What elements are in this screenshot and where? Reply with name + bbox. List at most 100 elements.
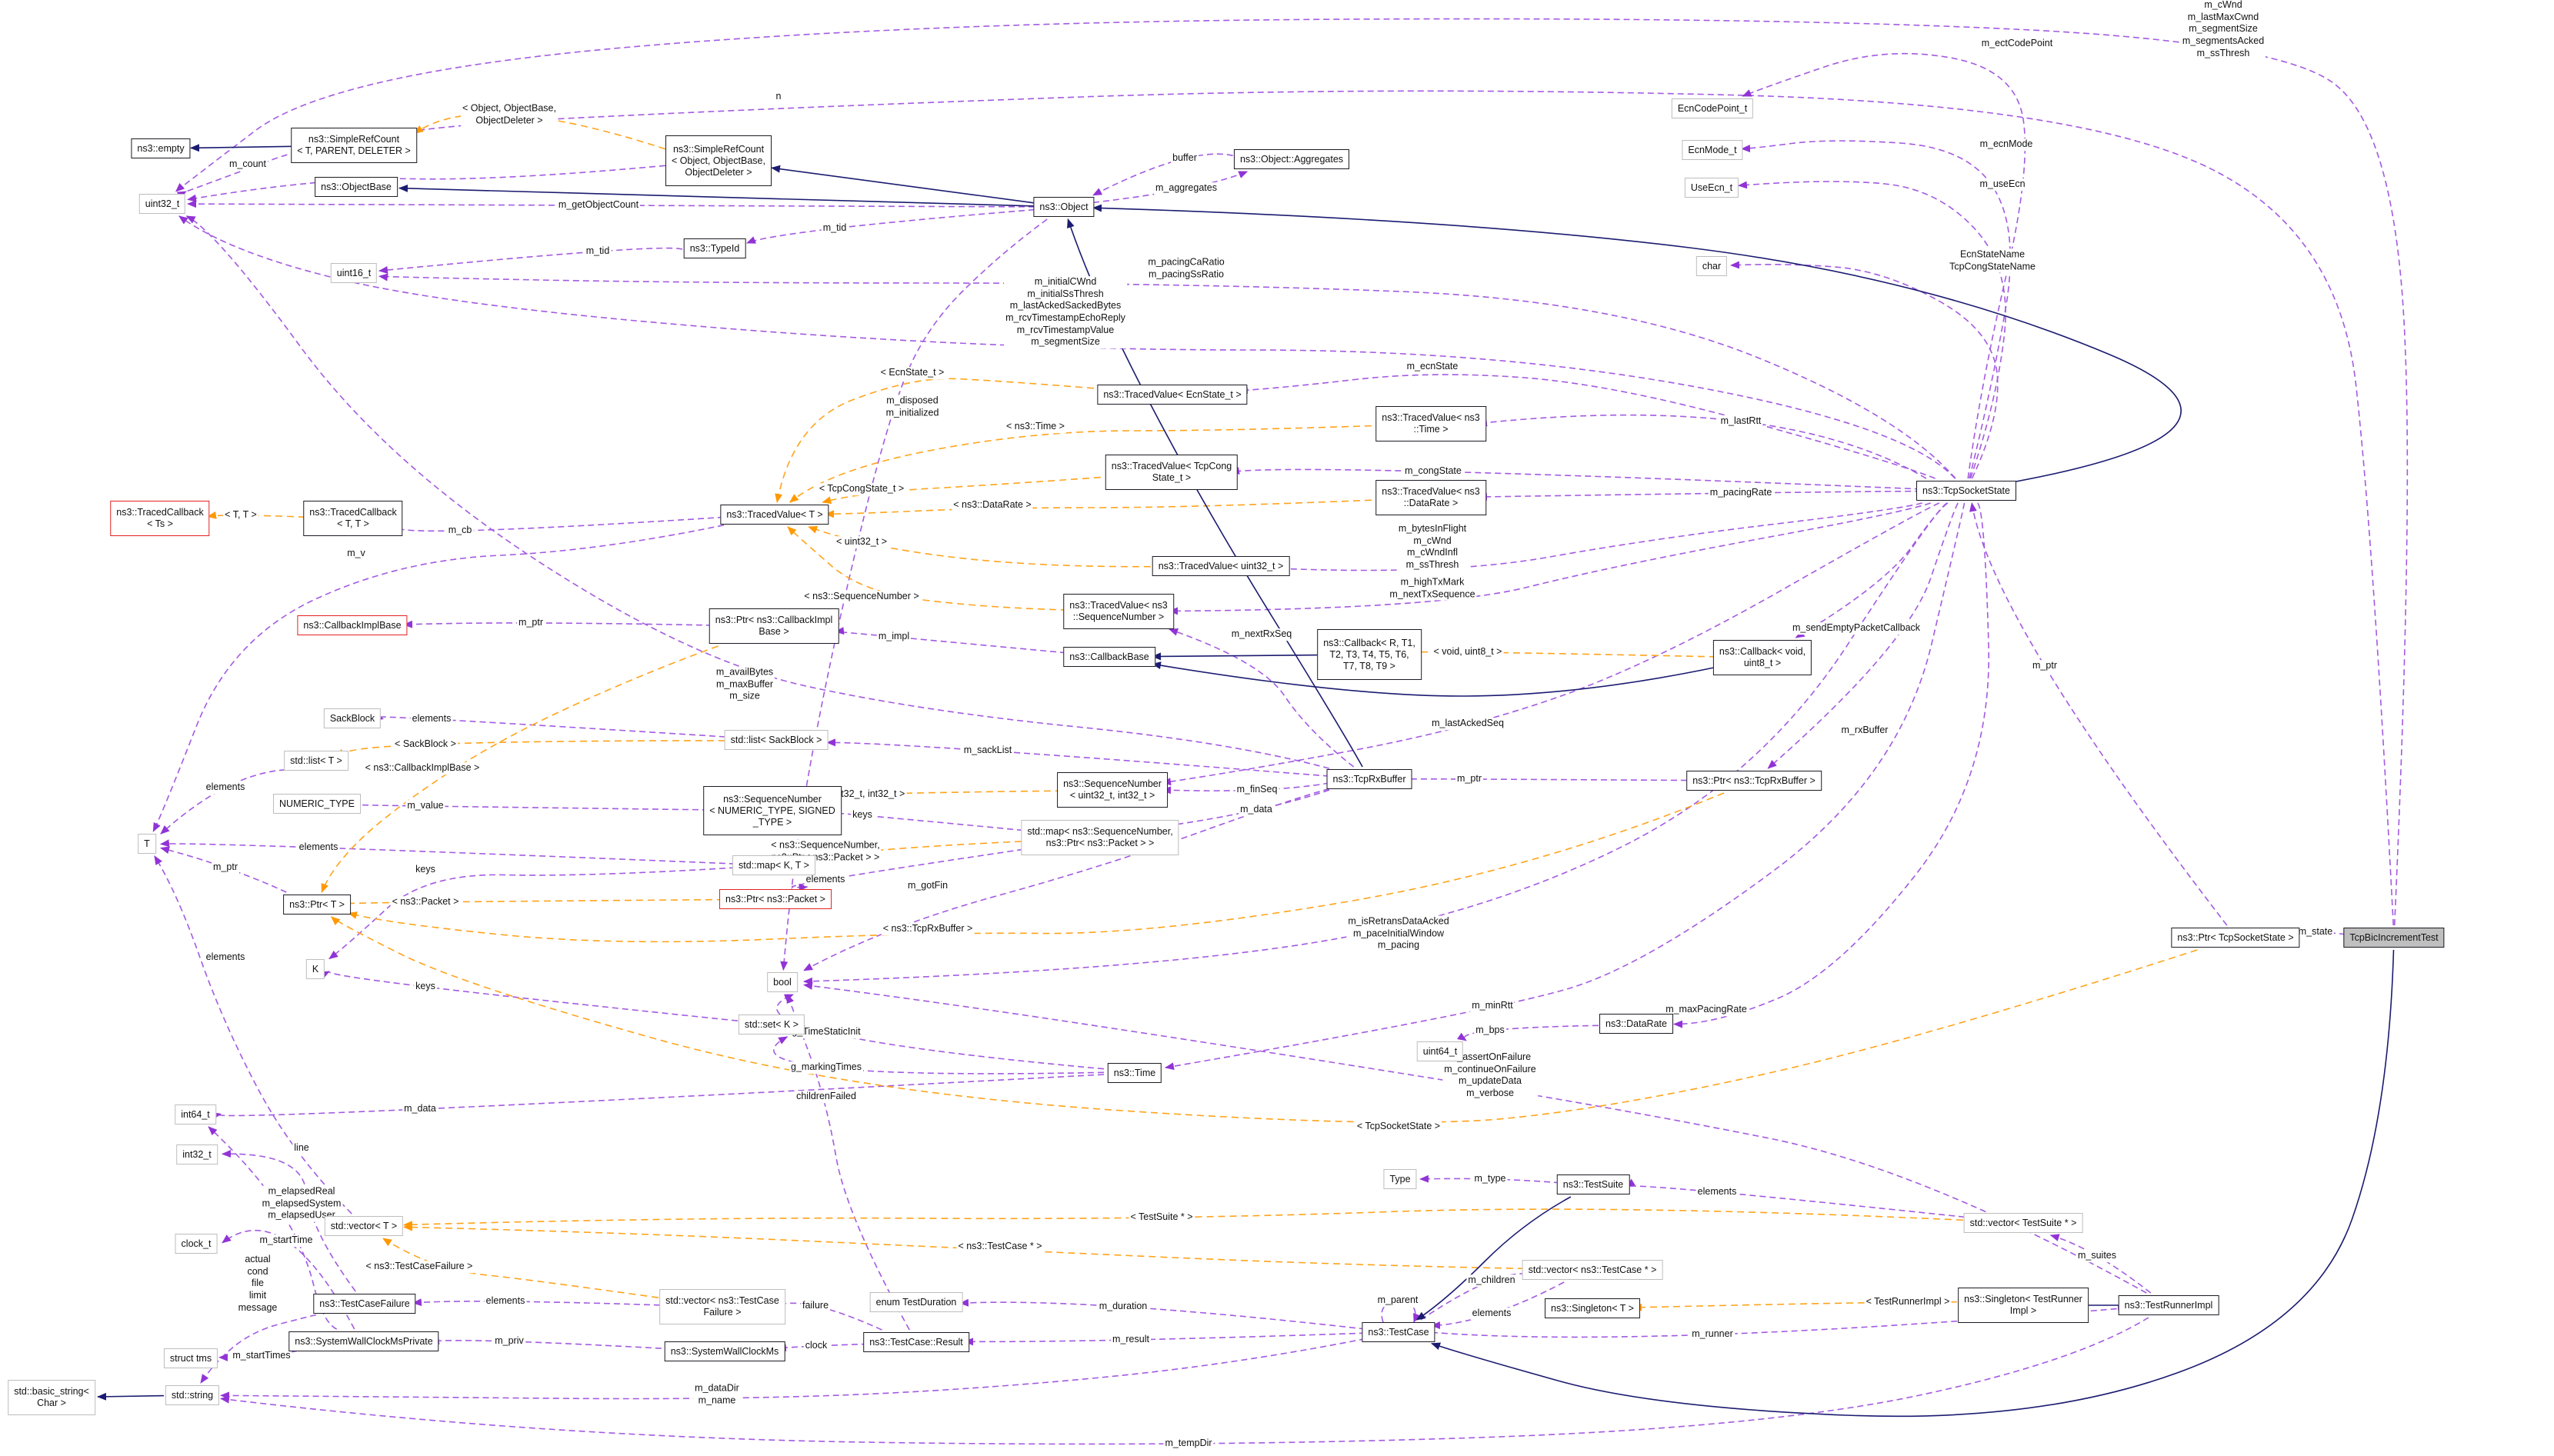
class-node-emode[interactable]: EcnMode_t — [1682, 140, 1743, 160]
class-node-singTRI[interactable]: ns3::Singleton< TestRunner Impl > — [1958, 1288, 2089, 1323]
class-node-objBase[interactable]: ns3::ObjectBase — [315, 177, 398, 197]
edge-tcase-res — [964, 1332, 1366, 1346]
edge-tss-time — [1165, 502, 1966, 1071]
class-node-uecn[interactable]: UseEcn_t — [1684, 178, 1739, 198]
edge-tvRate-tvT — [825, 498, 1384, 518]
edge-label-vecTS-vecT: < TestSuite * > — [1129, 1211, 1195, 1224]
class-node-tcase[interactable]: ns3::TestCase — [1362, 1322, 1435, 1342]
class-node-vecTS[interactable]: std::vector< TestSuite * > — [1963, 1213, 2083, 1233]
class-node-tvRate[interactable]: ns3::TracedValue< ns3 ::DataRate > — [1375, 480, 1486, 515]
class-node-tsuite[interactable]: ns3::TestSuite — [1556, 1174, 1630, 1194]
class-node-tcf[interactable]: ns3::TestCaseFailure — [313, 1294, 416, 1314]
class-node-time[interactable]: ns3::Time — [1107, 1063, 1162, 1083]
class-node-i64[interactable]: int64_t — [175, 1104, 216, 1124]
class-node-ptrPkt[interactable]: ns3::Ptr< ns3::Packet > — [719, 889, 832, 909]
class-node-typeid[interactable]: ns3::TypeId — [683, 238, 746, 258]
class-node-T[interactable]: T — [138, 834, 156, 854]
class-node-dur[interactable]: enum TestDuration — [869, 1292, 963, 1312]
edge-obj-typeid — [746, 208, 1035, 244]
edge-vecT-T — [154, 855, 352, 1214]
class-node-listSack[interactable]: std::list< SackBlock > — [724, 730, 829, 750]
class-node-setK[interactable]: std::set< K > — [738, 1015, 805, 1035]
class-node-tvU32[interactable]: ns3::TracedValue< uint32_t > — [1152, 556, 1290, 576]
class-node-type[interactable]: Type — [1383, 1169, 1417, 1189]
class-node-tss[interactable]: ns3::TcpSocketState — [1916, 481, 2016, 501]
class-node-rate[interactable]: ns3::DataRate — [1599, 1014, 1673, 1034]
class-node-bstr[interactable]: std::basic_string< Char > — [8, 1380, 95, 1415]
class-node-i32[interactable]: int32_t — [176, 1144, 218, 1164]
class-node-mapSP[interactable]: std::map< ns3::SequenceNumber, ns3::Ptr<… — [1021, 820, 1179, 855]
class-node-seqG[interactable]: ns3::SequenceNumber < NUMERIC_TYPE, SIGN… — [703, 786, 842, 835]
class-node-res[interactable]: ns3::TestCase::Result — [863, 1332, 969, 1352]
class-node-sack[interactable]: SackBlock — [323, 708, 382, 728]
class-node-singT[interactable]: ns3::Singleton< T > — [1545, 1298, 1640, 1318]
class-node-empty[interactable]: ns3::empty — [131, 138, 191, 158]
edge-mapSP-ptrPkt — [791, 847, 1034, 891]
class-node-ptrCbi[interactable]: ns3::Ptr< ns3::CallbackImpl Base > — [709, 608, 839, 644]
class-node-cbBase[interactable]: ns3::CallbackBase — [1063, 647, 1155, 667]
edge-label-ptrPkt-ptrT: < ns3::Packet > — [390, 896, 461, 908]
class-node-tvT[interactable]: ns3::TracedValue< T > — [720, 505, 829, 525]
class-node-cbImpl[interactable]: ns3::CallbackImplBase — [297, 615, 408, 635]
class-node-obj[interactable]: ns3::Object — [1033, 197, 1095, 217]
edge-label-tcpBic-u32: m_cWnd m_lastMaxCwnd m_segmentSize m_seg… — [2180, 0, 2266, 60]
edge-label-tcase-str: m_dataDir m_name — [693, 1382, 741, 1407]
edge-label-tvSeq-tvT: < ns3::SequenceNumber > — [802, 591, 921, 603]
edge-label-setK-K: keys — [414, 981, 437, 993]
edge-label-rxBuf-mapSP: m_data — [1239, 804, 1274, 816]
edge-label-swcmp-tms: m_startTimes — [231, 1350, 292, 1362]
edge-vecTC-vecT — [403, 1223, 1537, 1270]
class-node-ecp[interactable]: EcnCodePoint_t — [1671, 98, 1754, 118]
class-node-u32[interactable]: uint32_t — [138, 194, 186, 214]
edge-rxBuf-tvSeq — [1169, 628, 1355, 768]
class-node-vecT[interactable]: std::vector< T > — [324, 1216, 404, 1236]
class-node-srcObj[interactable]: ns3::SimpleRefCount < Object, ObjectBase… — [665, 135, 772, 186]
class-node-u64[interactable]: uint64_t — [1416, 1041, 1464, 1061]
class-node-tvEcn[interactable]: ns3::TracedValue< EcnState_t > — [1097, 385, 1248, 405]
class-node-vecTC[interactable]: std::vector< ns3::TestCase * > — [1522, 1260, 1663, 1280]
class-node-tms[interactable]: struct tms — [163, 1348, 218, 1368]
class-node-cbR[interactable]: ns3::Callback< R, T1, T2, T3, T4, T5, T6… — [1317, 629, 1422, 680]
class-node-rxBuf[interactable]: ns3::TcpRxBuffer — [1326, 769, 1412, 789]
class-node-mapKT[interactable]: std::map< K, T > — [732, 855, 815, 875]
class-node-ptrT[interactable]: ns3::Ptr< T > — [283, 895, 351, 915]
class-node-tvCong[interactable]: ns3::TracedValue< TcpCong State_t > — [1105, 455, 1239, 490]
class-node-tcpBic[interactable]: TcpBicIncrementTest — [2343, 928, 2445, 948]
class-node-vecTcf[interactable]: std::vector< ns3::TestCase Failure > — [659, 1289, 785, 1324]
edge-label-tss-tvU32: m_bytesInFlight m_cWnd m_cWndInfl m_ssTh… — [1396, 522, 1469, 571]
class-node-tvSeq[interactable]: ns3::TracedValue< ns3 ::SequenceNumber > — [1063, 594, 1174, 629]
edge-label-swcm-swcmp: m_priv — [493, 1335, 525, 1348]
class-node-str[interactable]: std::string — [165, 1385, 220, 1405]
edge-label-tss-tvEcn: m_ecnState — [1405, 361, 1460, 373]
class-node-numT[interactable]: NUMERIC_TYPE — [273, 794, 361, 814]
class-node-tcbTs[interactable]: ns3::TracedCallback < Ts > — [110, 501, 210, 536]
edge-tss-bool — [803, 502, 1948, 985]
edge-tss-tvRate — [1478, 490, 1922, 501]
edge-label-res-vecTcf: failure — [800, 1300, 831, 1312]
class-node-swcmp[interactable]: ns3::SystemWallClockMsPrivate — [288, 1331, 439, 1351]
edge-ptrTss-ptrT — [330, 916, 2198, 1123]
edge-label-obj-bool: m_disposed m_initialized — [884, 395, 941, 419]
class-node-K[interactable]: K — [305, 959, 325, 979]
edge-ptrRx-rxBuf — [1400, 775, 1698, 783]
class-node-listT[interactable]: std::list< T > — [284, 751, 348, 771]
class-node-bool[interactable]: bool — [767, 972, 798, 992]
edge-vecTcf-tcf — [412, 1298, 671, 1307]
class-node-srcT[interactable]: ns3::SimpleRefCount < T, PARENT, DELETER… — [291, 128, 417, 163]
class-node-tvTime[interactable]: ns3::TracedValue< ns3 ::Time > — [1375, 406, 1486, 441]
edge-tcpBic-u32 — [176, 90, 2394, 926]
class-node-tri[interactable]: ns3::TestRunnerImpl — [2118, 1295, 2219, 1315]
class-node-clk[interactable]: clock_t — [175, 1234, 218, 1254]
class-node-chr[interactable]: char — [1695, 256, 1728, 276]
class-node-cbVoid[interactable]: ns3::Callback< void, uint8_t > — [1712, 640, 1812, 675]
class-node-aggr[interactable]: ns3::Object::Aggregates — [1233, 149, 1350, 169]
class-node-swcm[interactable]: ns3::SystemWallClockMs — [664, 1341, 785, 1361]
edge-mapKT-T — [160, 839, 736, 865]
edge-label-ptrRx-ptrT: < ns3::TcpRxBuffer > — [881, 923, 975, 935]
class-node-u16[interactable]: uint16_t — [330, 263, 378, 283]
class-node-seqU[interactable]: ns3::SequenceNumber < uint32_t, int32_t … — [1057, 772, 1168, 808]
class-node-tcbTT[interactable]: ns3::TracedCallback < T, T > — [303, 501, 403, 536]
class-node-ptrRx[interactable]: ns3::Ptr< ns3::TcpRxBuffer > — [1686, 771, 1822, 791]
edge-label-rxBuf-bool: m_gotFin — [905, 880, 950, 892]
class-node-ptrTss[interactable]: ns3::Ptr< TcpSocketState > — [2171, 928, 2300, 948]
